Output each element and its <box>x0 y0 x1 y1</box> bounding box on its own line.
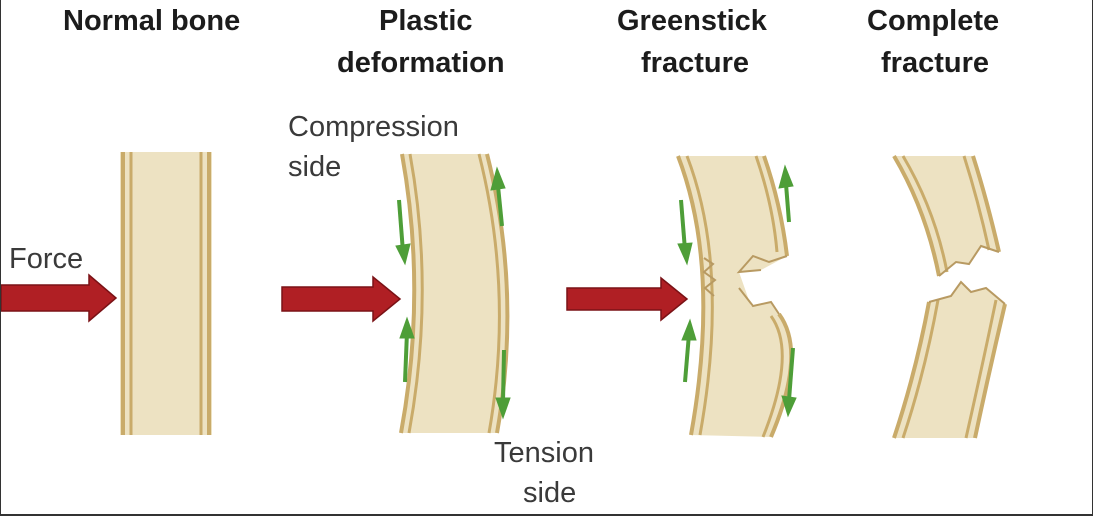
greenstick-fracture-bone <box>676 155 794 438</box>
heading-complete-line-1: Complete <box>867 5 1000 37</box>
compression-arrows-plastic <box>395 199 415 383</box>
tension-label-line-1: Tension <box>494 437 594 469</box>
plastic-deformation-bone <box>399 153 510 434</box>
heading-greenstick-line-1: Greenstick <box>617 5 767 37</box>
heading-plastic-line-2: deformation <box>337 47 505 79</box>
heading-normal-bone: Normal bone <box>63 5 241 37</box>
heading-greenstick-line-2: fracture <box>641 47 749 79</box>
heading-plastic-line-1: Plastic <box>379 5 473 37</box>
tension-label-line-2: side <box>523 477 577 509</box>
compression-label-line-2: side <box>288 151 342 183</box>
tension-arrows-plastic <box>490 166 511 420</box>
force-arrow-greenstick <box>566 276 689 322</box>
compression-arrows-greenstick <box>677 199 697 383</box>
tension-arrows-greenstick <box>778 164 797 418</box>
heading-complete-line-2: fracture <box>881 47 989 79</box>
complete-fracture-lower-fragment <box>892 280 1007 439</box>
normal-bone <box>120 152 212 435</box>
force-label: Force <box>9 243 84 275</box>
force-arrow-normal <box>1 273 118 323</box>
complete-fracture-upper-fragment <box>892 154 1001 277</box>
force-arrow-plastic <box>281 275 402 323</box>
compression-label-line-1: Compression <box>288 111 459 143</box>
